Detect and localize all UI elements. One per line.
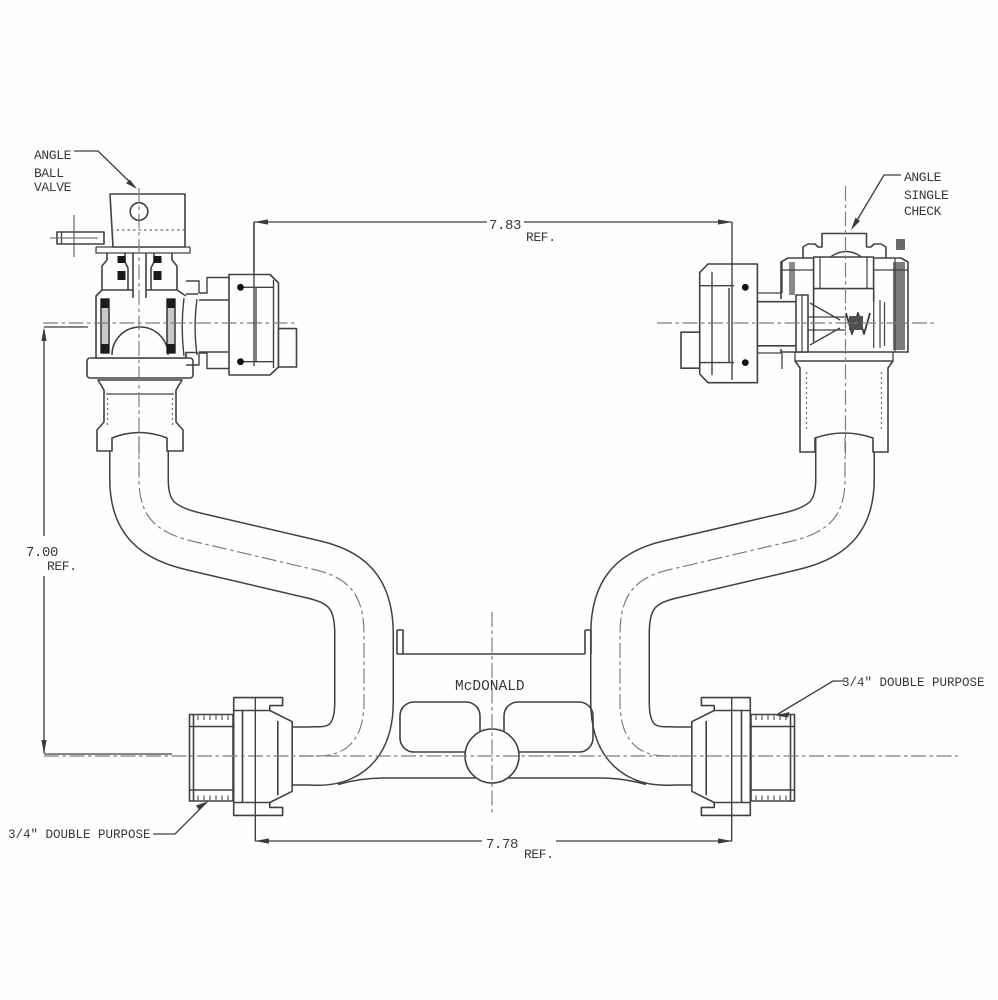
svg-text:7.00: 7.00 <box>26 545 58 561</box>
svg-text:7.83: 7.83 <box>489 218 521 234</box>
svg-text:SINGLE: SINGLE <box>904 188 949 203</box>
svg-text:VALVE: VALVE <box>34 180 72 195</box>
svg-text:REF.: REF. <box>526 230 556 245</box>
svg-text:3/4" DOUBLE PURPOSE: 3/4" DOUBLE PURPOSE <box>842 676 985 690</box>
svg-text:McDONALD: McDONALD <box>455 679 525 695</box>
svg-text:BALL: BALL <box>34 166 64 181</box>
svg-text:ANGLE: ANGLE <box>34 148 72 163</box>
svg-text:REF.: REF. <box>524 847 554 862</box>
svg-text:3/4" DOUBLE PURPOSE: 3/4" DOUBLE PURPOSE <box>8 828 151 842</box>
svg-text:ANGLE: ANGLE <box>904 170 942 185</box>
svg-text:REF.: REF. <box>47 559 77 574</box>
svg-text:7.78: 7.78 <box>486 837 518 853</box>
svg-text:CHECK: CHECK <box>904 204 942 219</box>
